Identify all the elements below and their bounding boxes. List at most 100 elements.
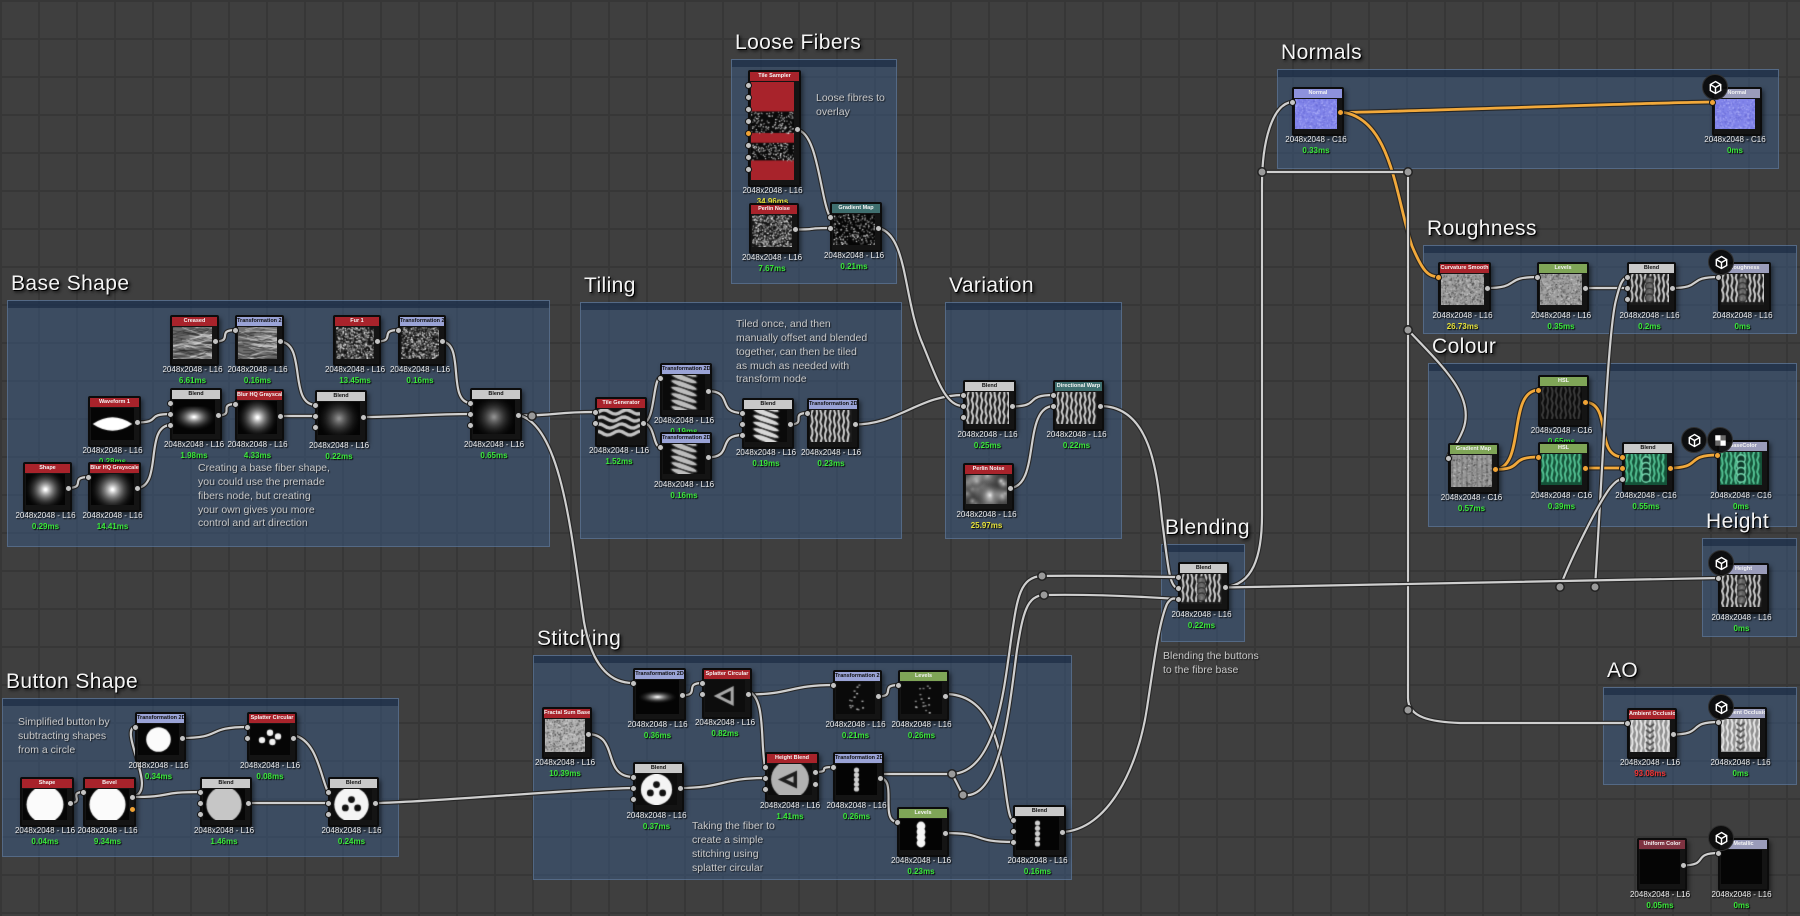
- input-port[interactable]: [738, 431, 746, 439]
- input-port[interactable]: [629, 795, 637, 803]
- input-port[interactable]: [1444, 454, 1452, 462]
- output-port[interactable]: [811, 780, 819, 788]
- output-port[interactable]: [678, 692, 686, 699]
- input-port[interactable]: [196, 810, 204, 818]
- node-bt_trans[interactable]: Transformation 2D: [135, 712, 186, 762]
- output-port[interactable]: [1669, 731, 1677, 738]
- node-c_hsl1[interactable]: HSL: [1538, 375, 1589, 427]
- input-port[interactable]: [959, 413, 967, 421]
- input-port[interactable]: [79, 788, 87, 796]
- output-port[interactable]: [874, 693, 882, 700]
- wire[interactable]: [1680, 851, 1721, 867]
- node-bs_blur1[interactable]: Blur HQ Grayscale: [235, 389, 284, 441]
- output-port[interactable]: [1668, 284, 1676, 292]
- output-port[interactable]: [1483, 284, 1491, 292]
- node-t_blend[interactable]: Blend: [742, 398, 794, 449]
- input-port[interactable]: [744, 165, 752, 173]
- input-port[interactable]: [1174, 595, 1182, 603]
- input-port[interactable]: [744, 117, 752, 125]
- input-port[interactable]: [744, 93, 752, 101]
- input-port[interactable]: [761, 774, 769, 782]
- node-s_fractal[interactable]: Fractal Sum Base: [542, 707, 592, 759]
- input-port[interactable]: [698, 679, 706, 687]
- input-port[interactable]: [959, 391, 967, 399]
- input-port[interactable]: [629, 773, 637, 781]
- node-s_levels1[interactable]: Levels: [898, 670, 949, 721]
- input-port[interactable]: [698, 690, 706, 698]
- input-port[interactable]: [311, 412, 319, 420]
- node-c_hsl2[interactable]: HSL: [1538, 442, 1589, 492]
- output-port[interactable]: [178, 734, 186, 742]
- output-port[interactable]: [133, 419, 141, 426]
- input-port[interactable]: [243, 723, 251, 731]
- input-port[interactable]: [1618, 453, 1626, 461]
- input-port[interactable]: [1618, 464, 1626, 472]
- input-port[interactable]: [196, 788, 204, 796]
- output-port[interactable]: [1666, 464, 1674, 472]
- input-port[interactable]: [959, 402, 967, 410]
- node-lf_tilesampler[interactable]: Tile Sampler: [748, 70, 801, 187]
- input-port[interactable]: [466, 421, 474, 429]
- output-port[interactable]: [438, 338, 446, 345]
- node-r_curv[interactable]: Curvature Smooth: [1438, 262, 1491, 312]
- wire-junction-dot[interactable]: [1037, 571, 1047, 581]
- output-port[interactable]: [811, 768, 819, 776]
- output-port[interactable]: [676, 784, 684, 792]
- input-port[interactable]: [231, 326, 239, 334]
- input-port[interactable]: [324, 799, 332, 807]
- output-port[interactable]: [1581, 284, 1589, 292]
- input-port[interactable]: [803, 409, 811, 417]
- input-port[interactable]: [1618, 475, 1626, 483]
- node-s_trans3[interactable]: Transformation 2D: [833, 752, 884, 802]
- node-b_blend[interactable]: Blend: [1178, 562, 1229, 611]
- input-port[interactable]: [166, 399, 174, 407]
- input-port[interactable]: [394, 326, 402, 334]
- input-port[interactable]: [311, 401, 319, 409]
- node-bt_shape[interactable]: Shape: [20, 777, 74, 827]
- input-port[interactable]: [1623, 284, 1631, 292]
- output-port[interactable]: [876, 774, 884, 782]
- output-port[interactable]: [1336, 109, 1344, 116]
- output-port[interactable]: [1581, 398, 1589, 406]
- input-port[interactable]: [829, 763, 837, 771]
- output-port[interactable]: [289, 734, 297, 742]
- input-port[interactable]: [311, 423, 319, 431]
- input-port[interactable]: [1288, 98, 1296, 106]
- output-port[interactable]: [1096, 403, 1104, 410]
- output-port[interactable]: [704, 454, 712, 461]
- input-port[interactable]: [324, 810, 332, 818]
- input-port[interactable]: [131, 723, 139, 731]
- output-port[interactable]: [373, 338, 381, 345]
- input-port[interactable]: [591, 408, 599, 416]
- input-port[interactable]: [1533, 273, 1541, 281]
- output-port[interactable]: [874, 224, 882, 232]
- output-port[interactable]: [1058, 828, 1066, 836]
- output-port[interactable]: [584, 730, 592, 738]
- input-port[interactable]: [1049, 402, 1057, 410]
- input-port[interactable]: [196, 799, 204, 807]
- input-port[interactable]: [1534, 453, 1542, 461]
- node-s_trans2[interactable]: Transformation 2D: [833, 670, 882, 721]
- output-port[interactable]: [1491, 466, 1499, 473]
- node-c_gradmap[interactable]: Gradient Map: [1448, 443, 1499, 494]
- node-r_levels[interactable]: Levels: [1537, 262, 1589, 312]
- node-bs_blend1[interactable]: Blend: [170, 388, 222, 441]
- node-bt_blend1[interactable]: Blend: [200, 777, 252, 827]
- input-port[interactable]: [1009, 827, 1017, 835]
- input-port[interactable]: [1434, 273, 1442, 281]
- input-port[interactable]: [324, 788, 332, 796]
- node-s_splatter[interactable]: Splatter Circular: [702, 668, 752, 719]
- output-port[interactable]: [133, 484, 141, 492]
- node-s_levels2[interactable]: Levels: [897, 807, 949, 857]
- input-port[interactable]: [231, 400, 239, 408]
- node-v_blend[interactable]: Blend: [963, 380, 1016, 431]
- output-port[interactable]: [66, 799, 74, 807]
- wire-junction-dot[interactable]: [1403, 705, 1413, 715]
- output-port[interactable]: [211, 338, 219, 345]
- output-port[interactable]: [1006, 484, 1014, 492]
- input-port[interactable]: [656, 443, 664, 451]
- wire-junction-dot[interactable]: [1555, 582, 1565, 592]
- output-port[interactable]: [704, 387, 712, 395]
- wire-junction-dot[interactable]: [1403, 167, 1413, 177]
